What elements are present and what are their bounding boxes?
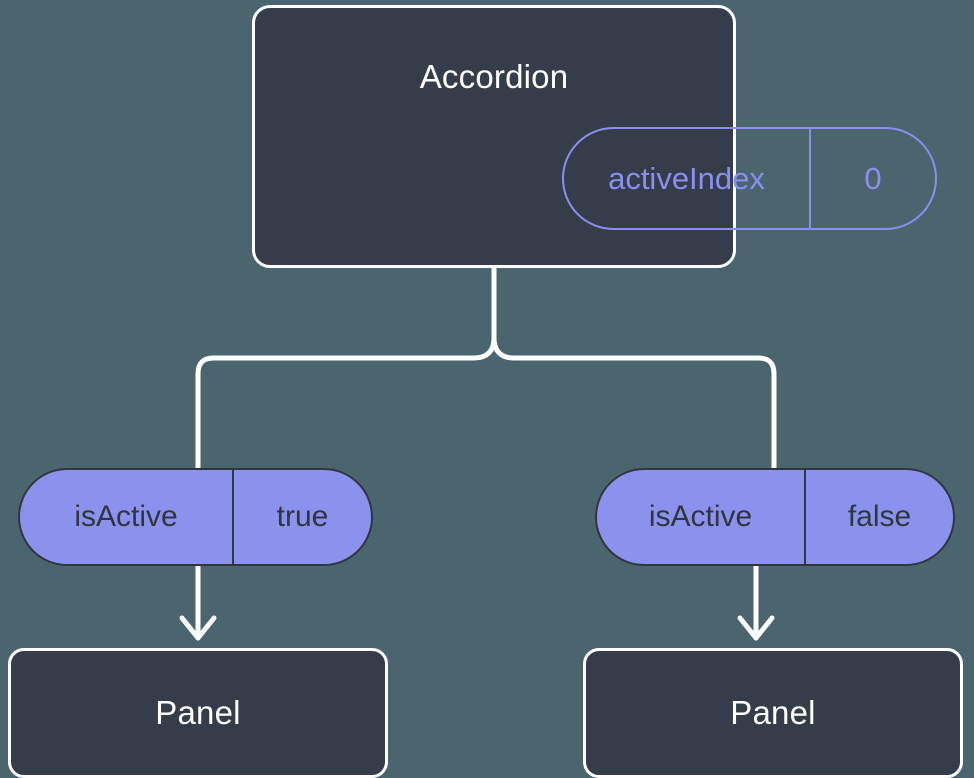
prop-pill-isactive-false[interactable]: isActive false xyxy=(595,468,955,566)
arrow-down-icon-left xyxy=(179,615,217,641)
component-node-panel-left[interactable]: Panel xyxy=(8,648,388,778)
component-title-accordion: Accordion xyxy=(419,58,569,95)
prop-pill-isactive-true[interactable]: isActive true xyxy=(18,468,373,566)
prop-pill-value-left: true xyxy=(276,500,329,533)
component-title-panel-right: Panel xyxy=(730,694,816,731)
component-node-panel-right[interactable]: Panel xyxy=(583,648,963,778)
prop-pill-key-left: isActive xyxy=(20,470,234,564)
arrow-down-icon-right xyxy=(737,615,775,641)
connector-split-right xyxy=(491,335,777,471)
prop-pill-value-right: false xyxy=(847,500,912,533)
component-node-accordion[interactable]: Accordion activeIndex 0 xyxy=(252,5,937,268)
state-pill-key: activeIndex xyxy=(564,129,811,228)
component-title-panel-left: Panel xyxy=(155,694,241,731)
state-pill-activeindex[interactable]: activeIndex 0 xyxy=(562,127,937,230)
state-pill-value: 0 xyxy=(864,160,882,196)
prop-pill-key-right: isActive xyxy=(597,470,806,564)
connector-split-left xyxy=(195,335,497,471)
